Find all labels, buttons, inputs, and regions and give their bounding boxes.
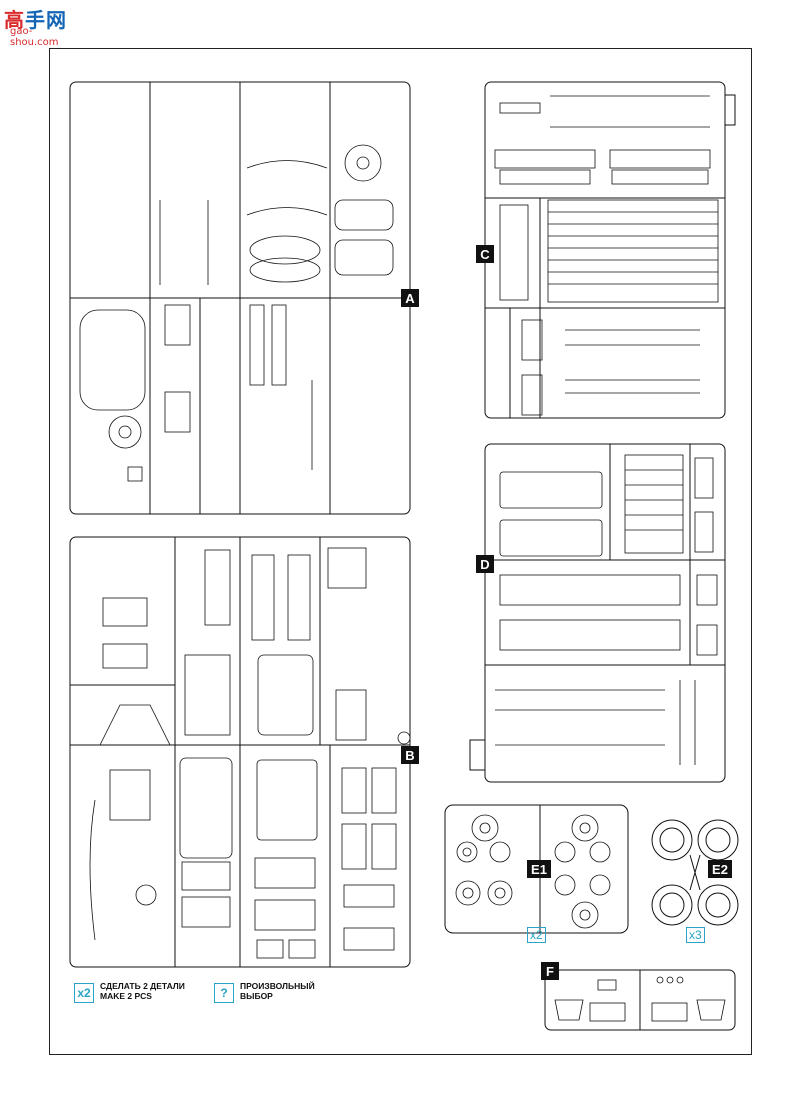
sprue-e1-multiplier: x2 <box>527 927 546 943</box>
legend-optional-ru-2: ВЫБОР <box>240 991 273 1001</box>
sprue-f-frame <box>544 969 736 1031</box>
legend-make-two-en: MAKE 2 PCS <box>100 991 152 1001</box>
sprue-f-parts <box>554 976 726 1022</box>
sprue-b-parts <box>89 547 411 959</box>
sprue-a-frame <box>69 81 411 515</box>
sprue-f-tag: F <box>541 962 559 980</box>
sprue-c-parts <box>494 95 719 416</box>
legend-make-two-ru: СДЕЛАТЬ 2 ДЕТАЛИ <box>100 981 185 991</box>
sprue-e1-tag: E1 <box>527 860 551 878</box>
sprue-e1-parts <box>455 814 611 929</box>
sprue-b-tag: B <box>401 746 419 764</box>
watermark-brand: 手网 <box>25 8 67 32</box>
watermark-logo: 高手网 gao-shou.com <box>4 4 74 48</box>
sprue-d-tag: D <box>476 555 494 573</box>
legend-make-two-text: СДЕЛАТЬ 2 ДЕТАЛИ MAKE 2 PCS <box>100 981 185 1001</box>
sprue-c-tag: C <box>476 245 494 263</box>
legend-make-two-badge: x2 <box>74 983 94 1003</box>
sprue-b-frame <box>69 536 411 968</box>
sprue-e2-tires <box>651 819 739 926</box>
sprue-a-tag: A <box>401 289 419 307</box>
sprue-e2-tag: E2 <box>708 860 732 878</box>
sprue-e2-multiplier: x3 <box>686 927 705 943</box>
page-frame <box>49 48 752 1055</box>
watermark-char: 高 <box>4 8 25 32</box>
legend-optional-text: ПРОИЗВОЛЬНЫЙ ВЫБОР <box>240 981 315 1001</box>
sprue-a-parts <box>79 144 394 482</box>
sprue-c-frame <box>484 81 736 419</box>
sprue-d-frame <box>469 443 726 783</box>
sprue-d-parts <box>495 454 718 765</box>
legend-optional-badge: ? <box>214 983 234 1003</box>
watermark-url: gao-shou.com <box>10 26 59 48</box>
legend-optional-ru: ПРОИЗВОЛЬНЫЙ <box>240 981 315 991</box>
